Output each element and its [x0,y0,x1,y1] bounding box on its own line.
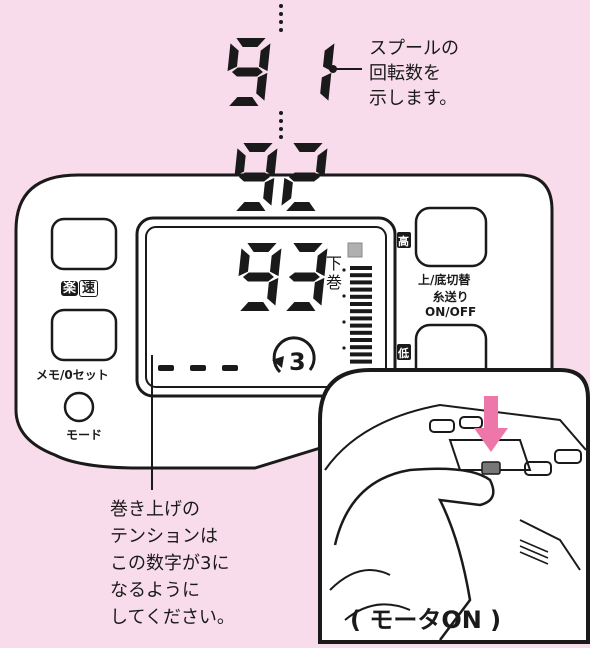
digit-segment-e [281,177,293,206]
low-label: 低 [398,347,409,360]
mode-button[interactable] [63,391,95,423]
digit-segment-c [267,277,279,306]
level-meter-bar [350,359,372,364]
tension-annotation: 巻き上げの テンションは この数字が3に なるように してください。 [110,496,235,631]
spool-annotation-line-1: スプールの [369,38,459,59]
digit-segment-c [313,277,325,306]
level-meter-bar [350,352,372,357]
level-meter-bar [350,280,372,285]
level-meter-bar [350,273,372,278]
digit-segment-f [238,248,250,277]
counter-3-digit-2 [286,243,328,311]
level-meter-bar [350,316,372,321]
level-meter-bar [350,323,372,328]
digit-segment-b [265,148,278,177]
digit-segment-b [315,148,328,177]
memo-reset-label: メモ/0セット [36,368,109,382]
digit-segment-b [269,248,282,277]
digit-segment-c [263,177,275,206]
digit-segment-g [288,172,320,182]
press-arrow [474,396,508,452]
level-meter-bar [350,287,372,292]
high-label: 高 [398,235,409,248]
mode-label: モード [66,428,103,442]
speed-button[interactable] [50,217,118,271]
level-meter-bar [350,266,372,270]
counter-digits [227,38,335,311]
counter-1-digit-1 [227,38,271,106]
spool-annotation-line-2: 回転数を [369,63,441,84]
digit-segment-a [236,38,266,47]
lcd-inner-frame [145,226,387,388]
spool-callout-line [329,65,362,73]
digit-segment-b [322,43,335,72]
digit-segment-f [234,148,246,177]
photo-caption: ( モータON ) [350,606,502,634]
digit-segment-a [293,143,323,152]
digit-segment-a [293,243,323,252]
level-meter-bar [350,338,372,342]
level-meter-bar [350,330,372,335]
tension-annotation-line-1: 巻き上げの [110,499,200,520]
digit-segment-d [286,202,316,211]
counter-2-digit-1 [234,143,278,211]
lcd-dashes [158,365,238,371]
digit-segment-g [242,272,274,282]
fast-label: 速 [79,280,99,297]
level-meter-dots [342,268,346,350]
high-badge-bg [397,232,411,248]
digit-segment-d [236,202,266,211]
level-meter-bar [350,294,372,299]
digit-segment-d [229,97,259,106]
up-bobbin-label: 上/底切替 [418,273,471,287]
motor-on-photo [318,368,590,644]
speed-label: 楽速 [61,277,99,297]
winding-label-top: 下 [326,254,343,273]
digit-segment-a [243,143,273,152]
level-meter-bar [350,309,372,314]
spool-annotation: スプールの 回転数を 示します。 [369,36,459,111]
level-meter [350,266,372,364]
tension-annotation-line-5: してください。 [110,607,235,628]
spool-annotation-line-3: 示します。 [369,88,458,109]
tension-value: 3 [289,348,306,376]
up-bobbin-button[interactable] [414,206,488,268]
tension-annotation-line-2: テンションは [110,526,218,547]
digit-segment-b [258,43,271,72]
digit-segment-g [238,172,270,182]
digit-segment-d [286,302,316,311]
tension-annotation-line-4: なるように [110,580,200,601]
counter-3-digit-1 [238,243,282,311]
digit-segment-d [240,302,270,311]
digit-segment-f [227,43,239,72]
digit-segment-c [256,72,268,101]
tension-annotation-line-3: この数字が3に [110,553,230,574]
winding-label: 下 巻 [326,254,342,292]
counter-2-digit-2 [281,143,328,211]
level-meter-bar [350,345,372,350]
thread-feed-label: 糸送り ON/OFF [425,290,476,320]
relax-label: 楽 [61,281,79,296]
counter-1-digit-2 [320,43,335,101]
level-meter-bar [350,302,372,306]
low-badge-bg [397,344,411,360]
digit-segment-g [288,272,320,282]
digit-segment-c [320,72,332,101]
tension-indicator [272,336,316,374]
digit-segment-b [315,248,328,277]
thread-feed-label-2: ON/OFF [425,305,477,319]
memo-reset-button[interactable] [50,308,118,362]
winding-label-bottom: 巻 [326,273,343,292]
digit-segment-g [231,67,263,77]
digit-segment-a [247,243,277,252]
level-top-indicator [347,242,363,258]
thread-feed-label-1: 糸送り [432,290,469,304]
